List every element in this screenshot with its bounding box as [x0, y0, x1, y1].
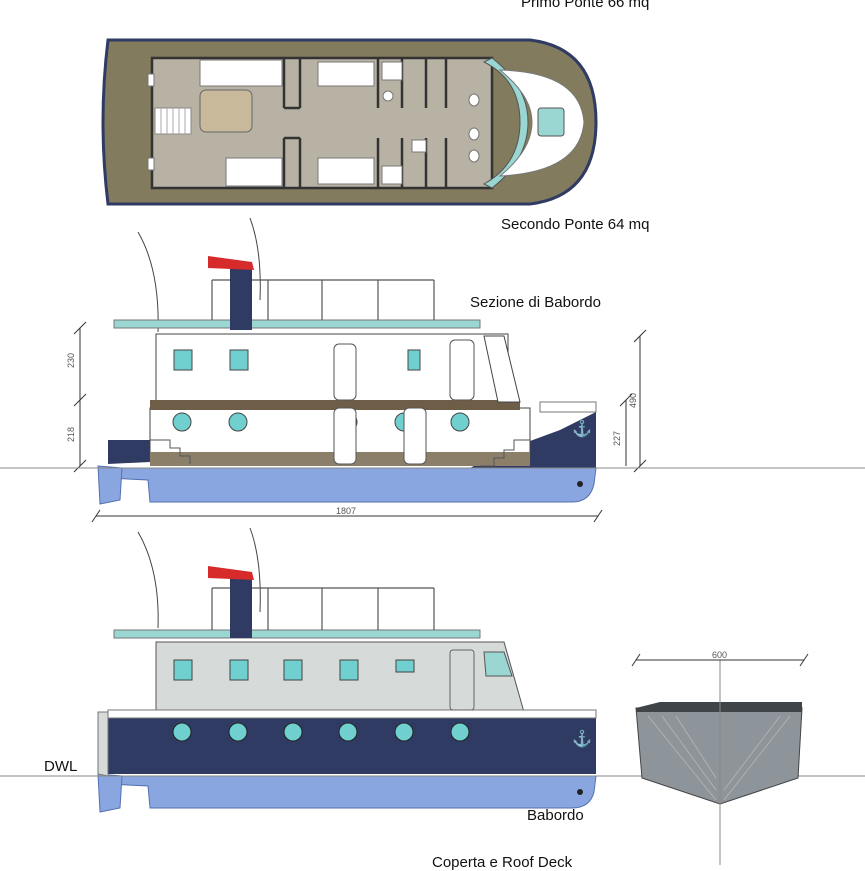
- section-bow-rail: [539, 401, 597, 413]
- plan-shower-2: [381, 165, 403, 185]
- section-hull-stern: [108, 440, 150, 464]
- label-dwl: DWL: [44, 758, 78, 775]
- plan-sink-1: [411, 139, 427, 153]
- section-doors: [333, 339, 475, 465]
- label-babordo: Babordo: [527, 807, 584, 824]
- front-view: 600: [631, 650, 809, 865]
- front-dim-tick-left: [631, 653, 641, 667]
- exterior-roof: [113, 629, 481, 639]
- section-stairs: [150, 439, 530, 467]
- exterior-hull-stern: [97, 711, 109, 777]
- front-deck-top: [636, 702, 802, 712]
- section-mid-floor: [150, 400, 520, 410]
- label-secondo-ponte: Secondo Ponte 64 mq: [501, 216, 650, 233]
- section-wheelhouse: [483, 335, 521, 403]
- dim-total-height: 490: [628, 393, 638, 408]
- dim-beam: 600: [712, 650, 727, 660]
- section-rudder: [97, 465, 123, 505]
- exterior-mast-arc-2: [249, 527, 261, 613]
- label-sezione-babordo: Sezione di Babordo: [470, 294, 601, 311]
- dim-length: 1807: [336, 506, 356, 516]
- exterior-funnel-cap: [208, 566, 254, 580]
- section-mast-arc-1: [137, 231, 159, 333]
- exterior-mast-arc-1: [137, 531, 159, 629]
- plan-sofa-bottom: [225, 157, 283, 187]
- plan-toilets: [382, 90, 480, 163]
- exterior-wheelhouse-window: [483, 651, 513, 677]
- exterior-rudder: [97, 773, 123, 813]
- deck-plan: [101, 38, 598, 206]
- section-funnel-cap: [208, 256, 254, 270]
- exterior-view: ⚓: [97, 527, 597, 813]
- stair-steps: [160, 108, 186, 134]
- label-primo-ponte: Primo Ponte 66 mq: [521, 0, 650, 11]
- section-underwater-hull: [107, 467, 597, 503]
- dim-draft-height: 227: [612, 431, 622, 446]
- section-anchor-hole: [577, 481, 583, 487]
- section-roof: [113, 319, 481, 329]
- label-coperta: Coperta e Roof Deck: [432, 854, 573, 871]
- section-upper-deck: [155, 333, 509, 403]
- section-anchor-icon: ⚓: [572, 419, 592, 438]
- plan-hot-tub: [537, 107, 565, 137]
- section-dimension-lines: [73, 321, 647, 523]
- section-view: ⚓: [97, 217, 597, 505]
- exterior-anchor-icon: ⚓: [572, 729, 592, 748]
- section-mast-arc-2: [249, 217, 261, 301]
- exterior-anchor-hole: [577, 789, 583, 795]
- plan-sofa-top: [199, 59, 283, 87]
- dim-upper-height: 230: [66, 353, 76, 368]
- exterior-portholes: [172, 722, 470, 742]
- exterior-door: [449, 649, 475, 711]
- front-hull-lines: [647, 715, 791, 801]
- plan-shower-1: [381, 61, 403, 81]
- dim-lower-height: 218: [66, 427, 76, 442]
- exterior-underwater-hull: [107, 775, 597, 809]
- plan-bed-1: [317, 61, 375, 87]
- plan-bow-seating: [482, 57, 529, 189]
- front-hull: [635, 707, 803, 805]
- front-dim-tick-right: [799, 653, 809, 667]
- exterior-windows: [173, 659, 415, 681]
- plan-bed-2: [317, 157, 375, 185]
- exterior-sheer-strake: [107, 709, 597, 719]
- plan-deck-cleats: [147, 73, 155, 171]
- section-funnel: [230, 268, 252, 330]
- exterior-funnel: [230, 578, 252, 638]
- plan-table: [199, 89, 253, 133]
